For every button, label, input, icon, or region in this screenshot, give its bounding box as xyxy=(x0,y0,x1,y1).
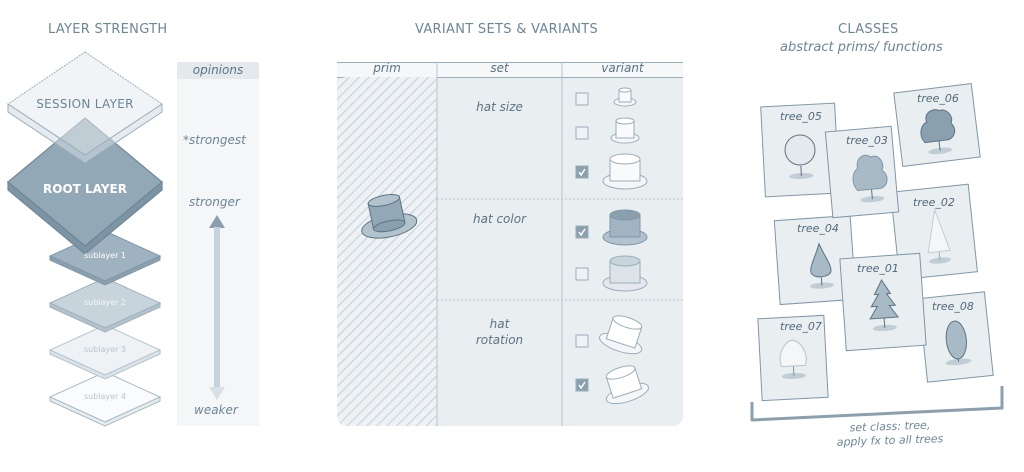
tree-08-card xyxy=(918,291,994,383)
sublayer-4-shape xyxy=(48,371,162,427)
class-bracket xyxy=(750,386,1004,422)
classes-title: CLASSES xyxy=(838,22,899,37)
column-header-set: set xyxy=(490,61,509,75)
tree-03-card xyxy=(824,125,900,219)
variants-title: VARIANT SETS & VARIANTS xyxy=(415,22,599,37)
tree-07-card xyxy=(757,314,829,402)
stronger-label: stronger xyxy=(189,195,240,209)
tree-02-label: tree_02 xyxy=(913,196,955,209)
classes-subtitle: abstract prims/ functions xyxy=(780,40,943,55)
tree-05-label: tree_05 xyxy=(780,110,822,123)
tree-01-card xyxy=(839,252,927,352)
root-layer-label: ROOT LAYER xyxy=(43,182,127,196)
strongest-label: *strongest xyxy=(183,133,246,147)
set-hat-rotation-line2: rotation xyxy=(475,333,524,347)
root-layer-shape xyxy=(7,117,163,255)
tree-06-card xyxy=(893,82,981,168)
tree-04-label: tree_04 xyxy=(797,222,839,235)
hat-tilted-left-icon xyxy=(605,365,649,405)
sublayer-2-shape xyxy=(48,277,162,333)
tree-07-label: tree_07 xyxy=(780,320,822,333)
strength-arrow xyxy=(209,215,225,400)
tree-03-label: tree_03 xyxy=(846,134,888,147)
layer-strength-title: LAYER STRENGTH xyxy=(48,22,168,37)
sublayer-4-label: sublayer 4 xyxy=(83,392,127,401)
sublayer-3-shape xyxy=(48,324,162,380)
checkboxes xyxy=(575,92,589,392)
prim-hat-icon xyxy=(361,194,418,239)
set-hat-size: hat size xyxy=(476,100,523,114)
variants-header-row xyxy=(337,62,683,78)
set-hat-rotation-line1: hat xyxy=(489,317,510,331)
weaker-label: weaker xyxy=(194,403,238,417)
hat-light-icon xyxy=(602,255,648,292)
tree-05-card xyxy=(760,102,840,198)
hat-tilted-right-icon xyxy=(599,315,643,355)
sublayer-2-label: sublayer 2 xyxy=(83,298,127,307)
session-layer-shape xyxy=(7,51,163,164)
opinions-header: opinions xyxy=(177,62,259,79)
tree-01-label: tree_01 xyxy=(857,262,899,275)
column-header-prim: prim xyxy=(373,61,401,75)
tree-06-label: tree_06 xyxy=(917,92,959,105)
hat-large-icon xyxy=(602,153,648,190)
set-hat-color: hat color xyxy=(472,212,527,226)
tree-04-card xyxy=(773,214,857,306)
hat-small-icon xyxy=(613,87,637,107)
hat-dark-icon xyxy=(602,209,648,246)
sublayer-1-label: sublayer 1 xyxy=(83,251,127,260)
sublayer-3-label: sublayer 3 xyxy=(83,345,127,354)
hat-medium-icon xyxy=(610,117,640,144)
column-header-variant: variant xyxy=(601,61,644,75)
tree-08-label: tree_08 xyxy=(932,300,974,313)
session-layer-label: SESSION LAYER xyxy=(36,97,134,111)
